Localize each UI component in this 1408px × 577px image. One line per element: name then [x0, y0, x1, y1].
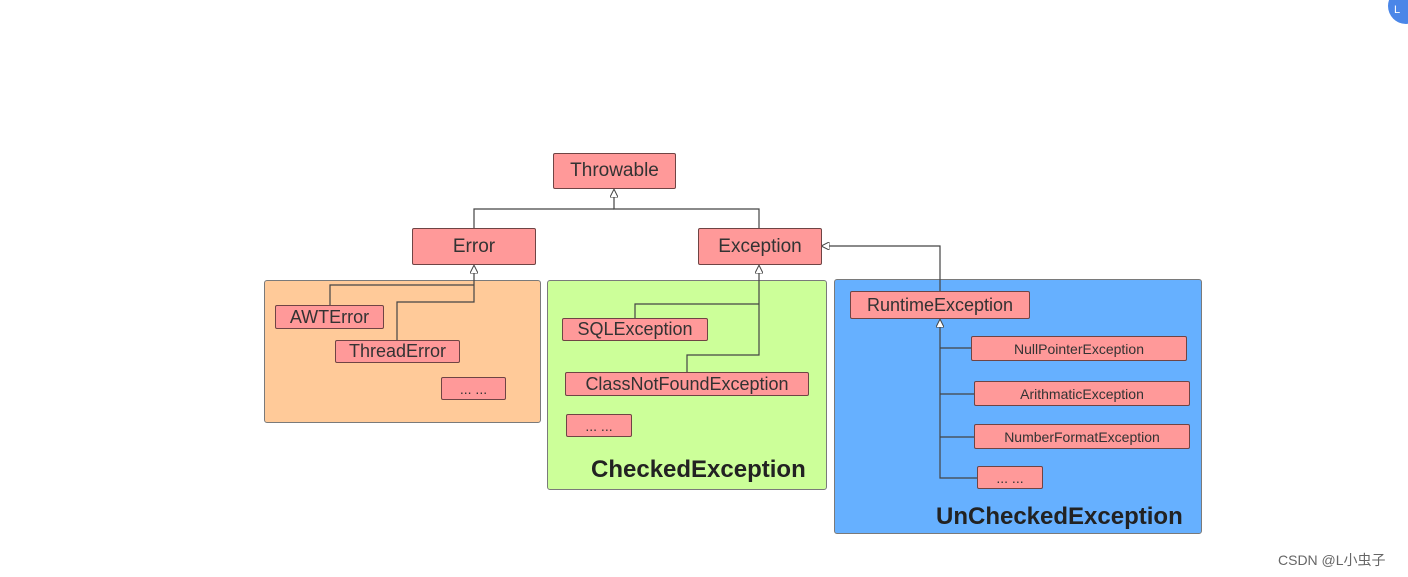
node-checked-more: ... ... — [566, 414, 632, 437]
checked-exception-label: CheckedException — [591, 456, 806, 483]
edge-exception-to-throwable — [614, 190, 760, 228]
edge-awterror-to-error — [329, 284, 474, 305]
corner-badge[interactable]: L — [1388, 0, 1408, 24]
node-classnotfoundexception: ClassNotFoundException — [565, 372, 809, 396]
node-runtimeexception: RuntimeException — [850, 291, 1030, 319]
csdn-watermark: CSDN @L小虫子 — [1278, 552, 1386, 568]
node-arithmaticexception: ArithmaticException — [974, 381, 1190, 406]
node-runtime-more: ... ... — [977, 466, 1043, 489]
edge-error-to-throwable — [473, 208, 614, 228]
node-exception: Exception — [698, 228, 822, 265]
node-nullpointerexception: NullPointerException — [971, 336, 1187, 361]
node-throwable: Throwable — [553, 153, 676, 189]
node-sqlexception: SQLException — [562, 318, 708, 341]
node-error: Error — [412, 228, 536, 265]
unchecked-exception-label: UnCheckedException — [936, 503, 1183, 530]
edge-runtime-to-exception — [822, 246, 941, 291]
node-numberformatexception: NumberFormatException — [974, 424, 1190, 449]
node-awterror: AWTError — [275, 305, 384, 329]
unchecked-exception-group-area — [834, 279, 1202, 534]
edge-classnotfound-to-exception — [686, 266, 759, 372]
edge-more-to-runtime — [940, 320, 977, 479]
node-error-more: ... ... — [441, 377, 506, 400]
node-threaderror: ThreadError — [335, 340, 460, 363]
edge-sqlexception-to-exception — [634, 303, 759, 318]
edge-threaderror-to-error — [396, 266, 474, 340]
